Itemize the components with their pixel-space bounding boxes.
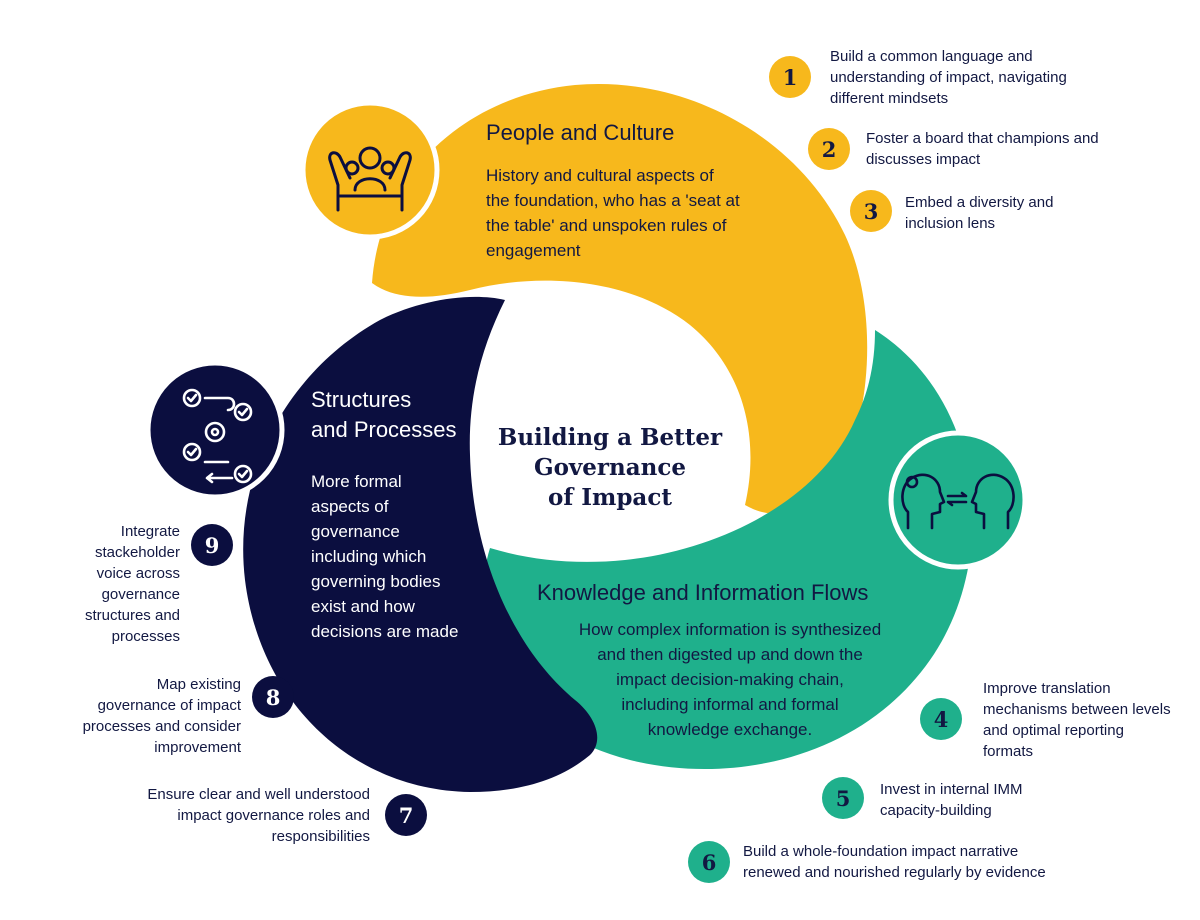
structures-processes-description: More formal aspects of governance includ… bbox=[311, 472, 459, 641]
step-text-9: Integrate stackeholder voice across gove… bbox=[84, 523, 180, 645]
knowledge-flows-arc bbox=[482, 330, 973, 770]
step-text-1: Build a common language and understandin… bbox=[830, 48, 1067, 107]
knowledge-flows-description: How complex information is synthesized a… bbox=[578, 620, 882, 739]
people-culture-arc bbox=[372, 83, 868, 514]
knowledge-exchange-heads-icon bbox=[901, 473, 1015, 530]
people-icon-badge bbox=[300, 100, 440, 240]
step-number-3: 3 bbox=[850, 190, 892, 232]
step-text-5: Invest in internal IMM capacity-building bbox=[880, 781, 1023, 819]
structures-processes-arc bbox=[243, 296, 598, 792]
knowledge-icon-badge bbox=[888, 430, 1028, 570]
knowledge-flows-title: Knowledge and Information Flows bbox=[537, 580, 869, 605]
step-number-8: 8 bbox=[252, 676, 294, 718]
step-number-9: 9 bbox=[191, 524, 233, 566]
step-text-2: Foster a board that champions and discus… bbox=[866, 130, 1099, 168]
community-hands-icon bbox=[328, 146, 412, 212]
center-title: Building a Better Governance of Impact bbox=[497, 424, 723, 511]
structures-processes-title: Structures and Processes bbox=[311, 387, 457, 442]
step-text-7: Ensure clear and well understood impact … bbox=[147, 786, 370, 845]
step-number-5: 5 bbox=[822, 777, 864, 819]
step-number-7: 7 bbox=[385, 794, 427, 836]
people-culture-title: People and Culture bbox=[486, 120, 675, 145]
step-number-6: 6 bbox=[688, 841, 730, 883]
step-number-2: 2 bbox=[808, 128, 850, 170]
step-number-4: 4 bbox=[920, 698, 962, 740]
structures-icon-badge bbox=[145, 360, 285, 500]
step-text-6: Build a whole-foundation impact narrativ… bbox=[743, 843, 1046, 881]
step-text-8: Map existing governance of impact proces… bbox=[82, 676, 241, 756]
step-text-3: Embed a diversity and inclusion lens bbox=[905, 194, 1054, 232]
step-text-4: Improve translation mechanisms between l… bbox=[983, 680, 1171, 760]
step-number-1: 1 bbox=[769, 56, 811, 98]
people-culture-description: History and cultural aspects of the foun… bbox=[486, 166, 740, 260]
process-flow-checklist-icon bbox=[182, 388, 253, 484]
